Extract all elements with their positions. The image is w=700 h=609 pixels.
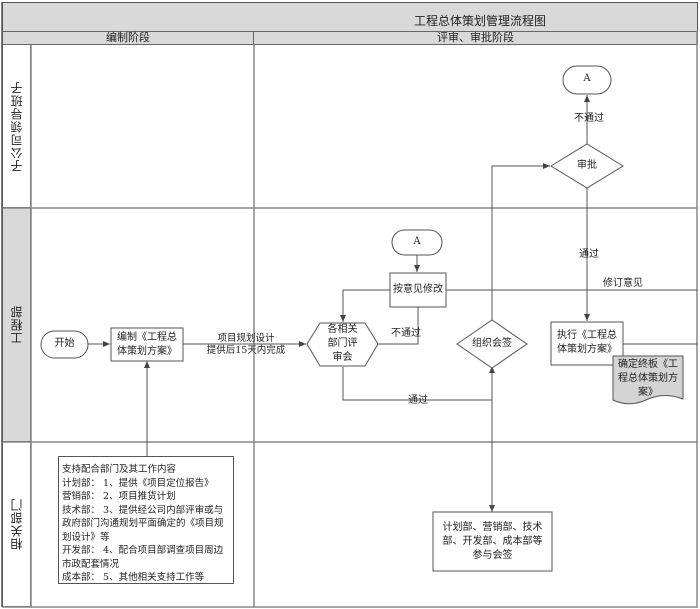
connector-a-upper-label: A: [583, 73, 591, 84]
compile-label: 编制《工程总体策划方案》: [117, 332, 177, 357]
edge-revise-review: [340, 289, 390, 322]
edge-label-approve-fail: 不通过: [574, 113, 604, 124]
execute-label: 执行《工程总体策划方案》: [557, 330, 617, 355]
edge-label-compile-review: 项目规划设计提供后15天内完成: [206, 333, 286, 356]
approve-label: 审批: [577, 160, 597, 171]
swimlane-grid: [2, 31, 698, 608]
compile-process: [110, 327, 184, 362]
edge-label-review-pass: 通过: [408, 395, 428, 406]
edge-review-fail: [378, 307, 419, 345]
start-label: 开始: [54, 338, 75, 349]
countersign-label: 组织会签: [472, 338, 512, 349]
support-departments-box: 支持配合部门及其工作内容 计划部： 1、提供《项目定位报告》 营销部： 2、项目…: [58, 456, 234, 584]
title-bar: 工程总体策划管理流程图: [2, 2, 698, 31]
edge-label-approve-pass: 通过: [579, 249, 599, 260]
edge-label-review-fail: 不通过: [391, 328, 421, 339]
final-document-shape: [612, 355, 684, 405]
countersign-diamond: [456, 319, 528, 369]
execute-process: [550, 321, 624, 366]
page-title: 工程总体策划管理流程图: [413, 14, 546, 28]
connector-a-lower: [391, 229, 443, 256]
revise-process: [389, 272, 447, 308]
phase-header-compile: 编制阶段: [2, 31, 254, 45]
connector-a-lower-label: A: [413, 236, 421, 247]
start-terminator: [40, 330, 89, 359]
participants-label: 计划部、营销部、技术部、开发部、成本部等参与会签: [442, 522, 543, 561]
edge-review-pass: [342, 367, 492, 401]
approve-diamond: [550, 143, 624, 189]
edge-label-revision-comments: 修订意见: [603, 278, 643, 289]
connector-a-upper: [562, 65, 612, 95]
revise-label: 按意见修改: [393, 284, 443, 295]
review-hexagon: [306, 322, 379, 367]
review-label: 各相关部门评审会: [327, 324, 358, 363]
participants-process: [432, 511, 553, 572]
edge-countersign-approve: [491, 163, 550, 320]
final-document-label: 确定终板《工程总体策划方案》: [618, 359, 678, 398]
